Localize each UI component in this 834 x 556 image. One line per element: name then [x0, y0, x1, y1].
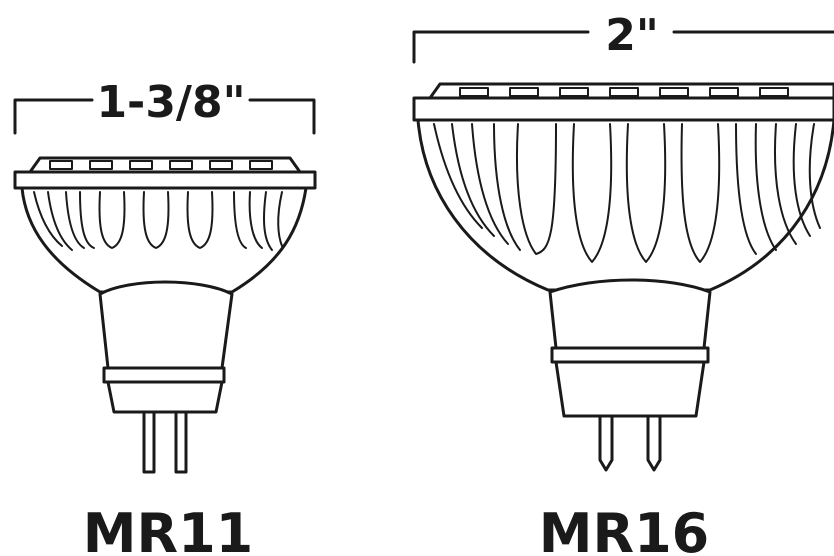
mr11-pins	[142, 410, 188, 474]
mr16-width-bracket	[412, 30, 834, 64]
mr11-bulb-group: 1-3/8"	[13, 77, 317, 556]
mr16-heat-fins	[433, 123, 821, 263]
mr16-bulb-group: 2"	[412, 10, 834, 556]
mr11-model-label: MR11	[83, 502, 253, 556]
mr11-bulb-drawing	[13, 156, 317, 474]
mr16-front-slots	[459, 87, 789, 97]
mr11-front-slots	[49, 160, 273, 170]
mr11-heat-fins	[33, 191, 283, 251]
mr16-bulb-drawing	[412, 82, 834, 472]
mr16-width-label: 2"	[605, 10, 659, 61]
mr16-model-label: MR16	[539, 502, 709, 556]
mr16-pins	[598, 414, 662, 472]
mr11-width-label: 1-3/8"	[96, 77, 245, 128]
mr11-width-bracket	[13, 98, 316, 135]
